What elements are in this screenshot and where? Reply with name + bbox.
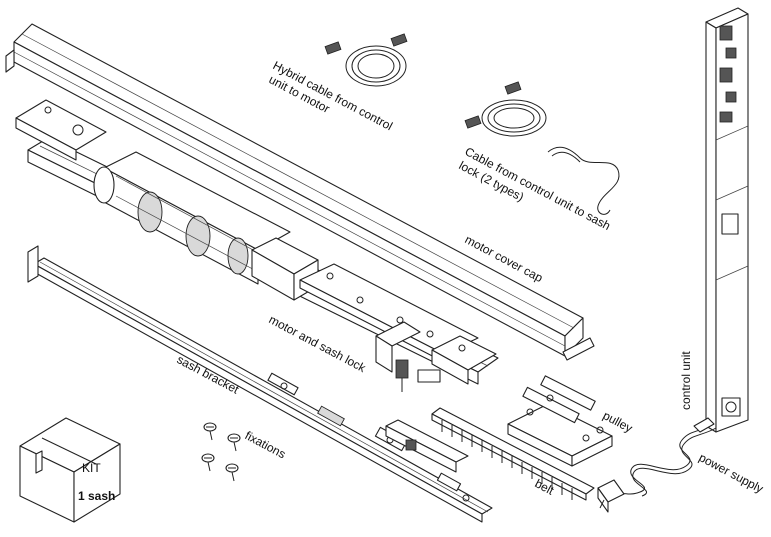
label-lock-cable-line1: Cable from control unit to sash xyxy=(463,144,613,233)
label-kit-sash-count: 1 sash xyxy=(78,489,115,503)
fixation-screws xyxy=(201,422,241,482)
sash-lock-assembly xyxy=(299,263,497,392)
motor-cylinder xyxy=(93,151,319,301)
plug-icon xyxy=(597,479,625,513)
belt xyxy=(431,407,595,501)
lock-cable-coil xyxy=(464,81,547,137)
label-power-supply: power supply xyxy=(697,450,766,496)
label-kit: KIT xyxy=(82,461,101,475)
lock-cable-loose xyxy=(547,146,620,215)
kit-box xyxy=(19,417,121,523)
end-stop-block xyxy=(385,419,469,473)
connector-terminals xyxy=(719,25,737,123)
screw-icon xyxy=(203,422,217,441)
label-pulley: pulley xyxy=(601,408,635,435)
power-supply-cable xyxy=(597,417,717,513)
motor-cover-cap xyxy=(5,23,595,361)
label-control-unit: control unit xyxy=(679,351,693,410)
hybrid-cable-coil xyxy=(324,33,408,87)
pulley xyxy=(507,375,613,467)
screw-icon xyxy=(201,453,215,472)
screw-icon xyxy=(225,463,239,482)
label-fixations: fixations xyxy=(243,428,288,461)
screw-icon xyxy=(227,433,241,452)
control-unit xyxy=(705,7,749,433)
sash-bracket xyxy=(27,245,493,523)
